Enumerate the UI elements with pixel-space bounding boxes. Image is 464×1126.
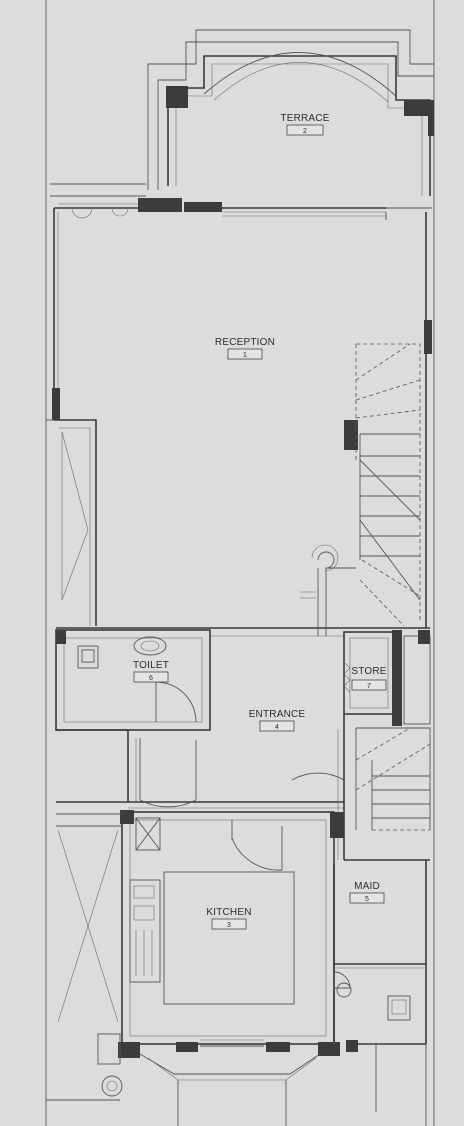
reception-walls <box>46 208 432 637</box>
room-label-maid: MAID 5 <box>349 881 385 904</box>
reception-north-wall <box>50 183 432 220</box>
kitchen-walls <box>118 810 344 1126</box>
room-number-toilet: 6 <box>149 675 153 682</box>
room-name-maid: MAID <box>354 881 380 892</box>
room-number-entrance: 4 <box>275 724 279 731</box>
room-label-kitchen: KITCHEN 3 <box>206 907 251 930</box>
room-number-tag-reception <box>227 348 263 360</box>
room-number-tag-kitchen <box>211 918 247 930</box>
room-number-terrace: 2 <box>303 128 307 135</box>
room-name-entrance: ENTRANCE <box>249 709 306 720</box>
room-name-reception: RECEPTION <box>215 337 275 348</box>
maid-walls <box>333 859 430 1126</box>
store-walls <box>343 630 431 726</box>
room-label-reception: RECEPTION 1 <box>215 337 275 360</box>
room-label-store: STORE 7 <box>351 666 387 691</box>
staircase-secondary <box>355 727 431 831</box>
side-yard <box>46 813 123 1101</box>
room-name-store: STORE <box>351 666 386 677</box>
room-label-entrance: ENTRANCE 4 <box>249 709 306 732</box>
room-number-kitchen: 3 <box>227 922 231 929</box>
room-number-tag-terrace <box>286 124 324 136</box>
room-name-kitchen: KITCHEN <box>206 907 251 918</box>
room-number-maid: 5 <box>365 896 369 903</box>
entrance-walls <box>56 714 345 860</box>
room-name-terrace: TERRACE <box>280 113 329 124</box>
room-name-toilet: TOILET <box>133 660 169 671</box>
room-number-tag-maid <box>349 892 385 904</box>
staircase-main <box>300 343 421 636</box>
room-label-toilet: TOILET 6 <box>133 660 169 683</box>
room-number-tag-toilet <box>133 671 169 683</box>
sheet-border <box>45 0 435 1126</box>
room-number-reception: 1 <box>243 352 247 359</box>
room-number-tag-entrance <box>259 720 295 732</box>
room-label-terrace: TERRACE 2 <box>280 113 330 136</box>
toilet-walls <box>55 629 211 731</box>
terrace-outline <box>147 29 434 196</box>
room-number-tag-store <box>351 679 387 691</box>
room-number-store: 7 <box>367 683 371 690</box>
